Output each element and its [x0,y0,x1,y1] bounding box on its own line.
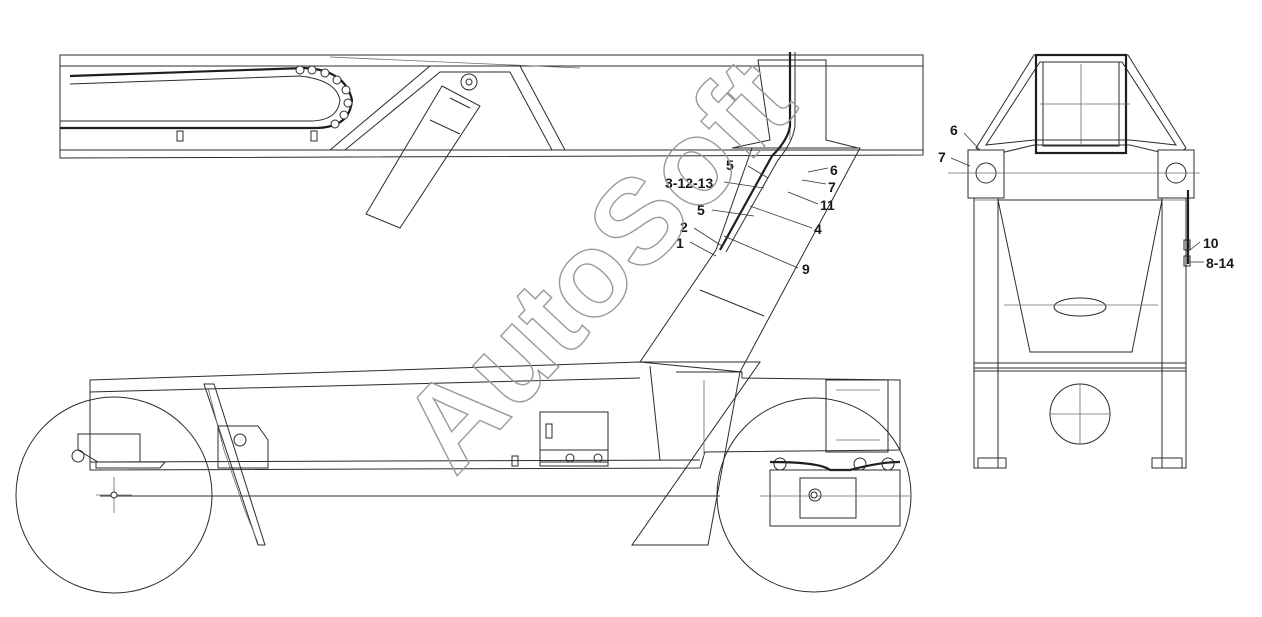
callout-label: 3-12-13 [665,175,713,191]
callout-label: 5 [726,157,734,173]
callout-label: 6 [950,122,958,138]
callout-label: 4 [814,221,822,237]
callout-label: 6 [830,162,838,178]
end-view [948,53,1200,469]
callout-label: 10 [1203,235,1219,251]
chassis-assembly [71,147,910,546]
callout-label: 5 [697,202,705,218]
watermark: AutoSoft [375,33,820,496]
watermark-text: AutoSoft [376,34,819,496]
callout-label: 9 [802,261,810,277]
callout-label: 2 [680,219,688,235]
callout-label: 8-14 [1206,255,1234,271]
callout-label: 1 [676,235,684,251]
callout-label: 7 [828,179,836,195]
callout-labels: 5 6 3-12-13 7 11 5 4 2 1 9 6 7 10 8-14 [665,122,1234,277]
callout-leaders [689,132,1204,269]
front-wheel [15,396,213,594]
callout-label: 11 [820,197,835,213]
callout-label: 7 [938,149,946,165]
rear-wheel [716,397,912,593]
